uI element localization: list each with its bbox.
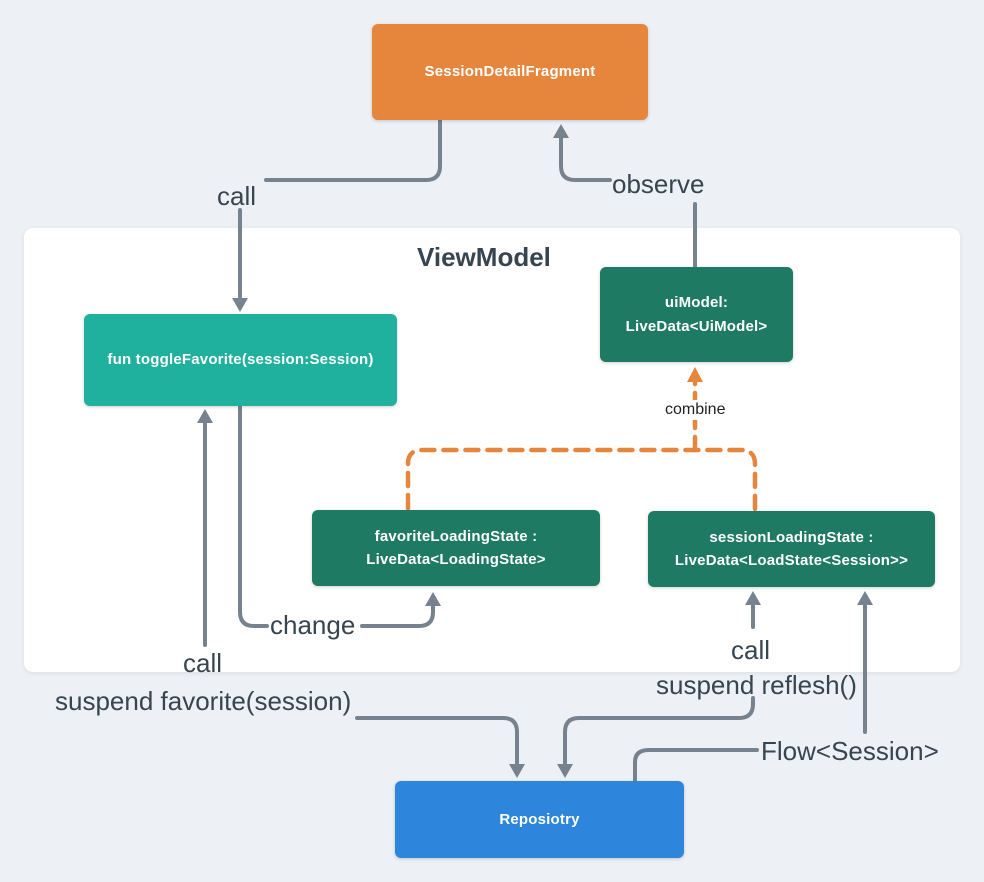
node-toggle-favorite-label: fun toggleFavorite(session:Session) (107, 351, 374, 369)
viewmodel-panel (24, 228, 960, 672)
edge-label-suspend-favorite: suspend favorite(session) (55, 686, 352, 716)
edge-label-combine: combine (662, 400, 729, 420)
node-repository: Reposiotry (395, 781, 684, 858)
edge-label-suspend-reflesh: suspend reflesh() (656, 670, 857, 700)
node-favorite-loading-state-line2: LiveData<LoadingState> (366, 551, 546, 568)
wire-fragment-to-call (264, 118, 442, 182)
node-session-loading-state: sessionLoadingState : LiveData<LoadState… (648, 511, 935, 587)
node-session-detail-fragment: SessionDetailFragment (372, 24, 648, 120)
edge-label-call-bottom-left: call (183, 648, 223, 678)
wire-observe-to-fragment (559, 136, 612, 182)
node-toggle-favorite: fun toggleFavorite(session:Session) (84, 314, 397, 406)
edge-label-call-top: call (217, 181, 257, 211)
node-favorite-loading-state: favoriteLoadingState : LiveData<LoadingS… (312, 510, 600, 586)
edge-label-flow-session: Flow<Session> (761, 736, 939, 766)
viewmodel-panel-title: ViewModel (417, 242, 551, 272)
node-ui-model-line2: LiveData<UiModel> (625, 317, 768, 335)
edge-label-call-bottom-right: call (731, 635, 771, 665)
wire-suspend-favorite-to-repo (355, 716, 519, 765)
edge-label-change: change (270, 610, 356, 640)
arrowhead-up-fragment (553, 124, 569, 138)
wire-suspend-reflesh-to-repo (563, 696, 755, 765)
node-ui-model: uiModel: LiveData<UiModel> (600, 267, 793, 362)
node-favorite-loading-state-line1: favoriteLoadingState : (374, 527, 538, 545)
node-session-detail-fragment-label: SessionDetailFragment (424, 63, 596, 81)
edge-label-observe: observe (612, 169, 705, 199)
arrowhead-down-repo-left (509, 764, 525, 778)
node-session-loading-state-line1: sessionLoadingState : (709, 528, 874, 546)
node-ui-model-line1: uiModel: (664, 294, 729, 312)
arrowhead-down-repo-mid (557, 764, 573, 778)
node-repository-label: Reposiotry (499, 810, 580, 828)
wire-repo-to-flow (633, 748, 759, 782)
node-session-loading-state-line2: LiveData<LoadState<Session>> (674, 552, 909, 569)
